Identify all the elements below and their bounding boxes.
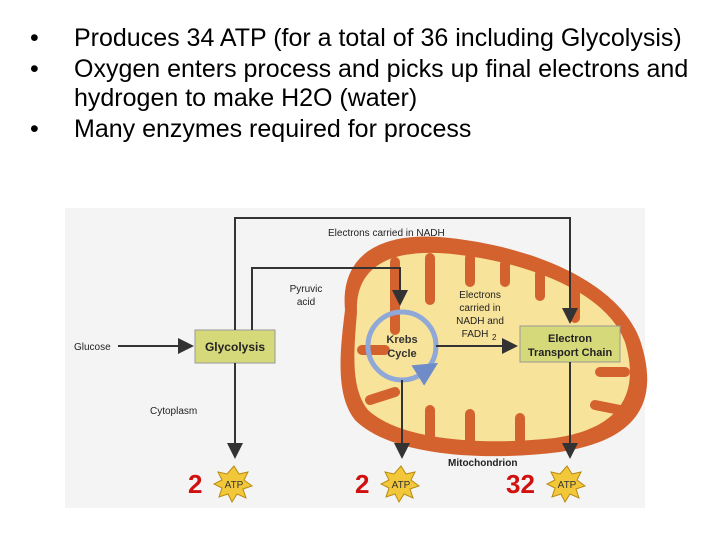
atp-output-etc: 32 ATP (506, 465, 587, 504)
bullet-text: Oxygen enters process and picks up final… (74, 55, 689, 112)
bullet-list: • Produces 34 ATP (for a total of 36 incl… (28, 24, 708, 146)
mitochondrion-label: Mitochondrion (448, 458, 517, 469)
bullet-item: • Produces 34 ATP (for a total of 36 incl… (28, 24, 708, 53)
pyruvic-label-line2: acid (297, 297, 315, 308)
atp-label: ATP (225, 480, 244, 491)
krebs-label-line1: Krebs (386, 334, 417, 346)
cytoplasm-label: Cytoplasm (150, 406, 197, 417)
bullet-item: • Many enzymes required for process (28, 115, 708, 144)
bullet-item: • Oxygen enters process and picks up fina… (28, 55, 708, 113)
glycolysis-label: Glycolysis (205, 340, 265, 354)
bullet-glyph: • (30, 24, 39, 52)
bullet-glyph: • (30, 115, 39, 143)
pathway-arrows (118, 217, 578, 459)
atp-burst-icon (379, 465, 421, 504)
electrons-label-line2: carried in (459, 303, 500, 314)
nadh-top-label: Electrons carried in NADH (328, 228, 445, 239)
glucose-label: Glucose (74, 342, 111, 353)
bullet-text: Many enzymes required for process (74, 115, 472, 143)
atp-count: 2 (355, 469, 369, 499)
krebs-label-line2: Cycle (387, 348, 416, 360)
electrons-label-line3: NADH and (456, 316, 504, 327)
nadh-top-arrow (234, 217, 578, 330)
etc-label-line2: Transport Chain (528, 347, 613, 359)
pyruvic-acid-arrow (251, 267, 408, 330)
etc-label-line1: Electron (548, 333, 592, 345)
bullet-glyph: • (30, 55, 39, 83)
atp-output-krebs: 2 ATP (355, 465, 421, 504)
krebs-cycle-arrowhead (411, 362, 439, 386)
atp-output-glycolysis: 2 ATP (188, 465, 254, 504)
mitochondrion-matrix (354, 252, 630, 442)
electrons-label-subscript: 2 (492, 333, 497, 342)
atp-burst-icon (545, 465, 587, 504)
atp-label: ATP (392, 480, 411, 491)
electrons-label-line4: FADH (462, 329, 489, 340)
atp-count: 32 (506, 469, 535, 499)
etc-box (519, 325, 621, 363)
pyruvic-label-line1: Pyruvic (290, 284, 323, 295)
atp-label: ATP (558, 480, 577, 491)
electrons-label-line1: Electrons (459, 290, 501, 301)
bullet-text: Produces 34 ATP (for a total of 36 inclu… (74, 24, 682, 52)
atp-count: 2 (188, 469, 202, 499)
atp-burst-icon (212, 465, 254, 504)
